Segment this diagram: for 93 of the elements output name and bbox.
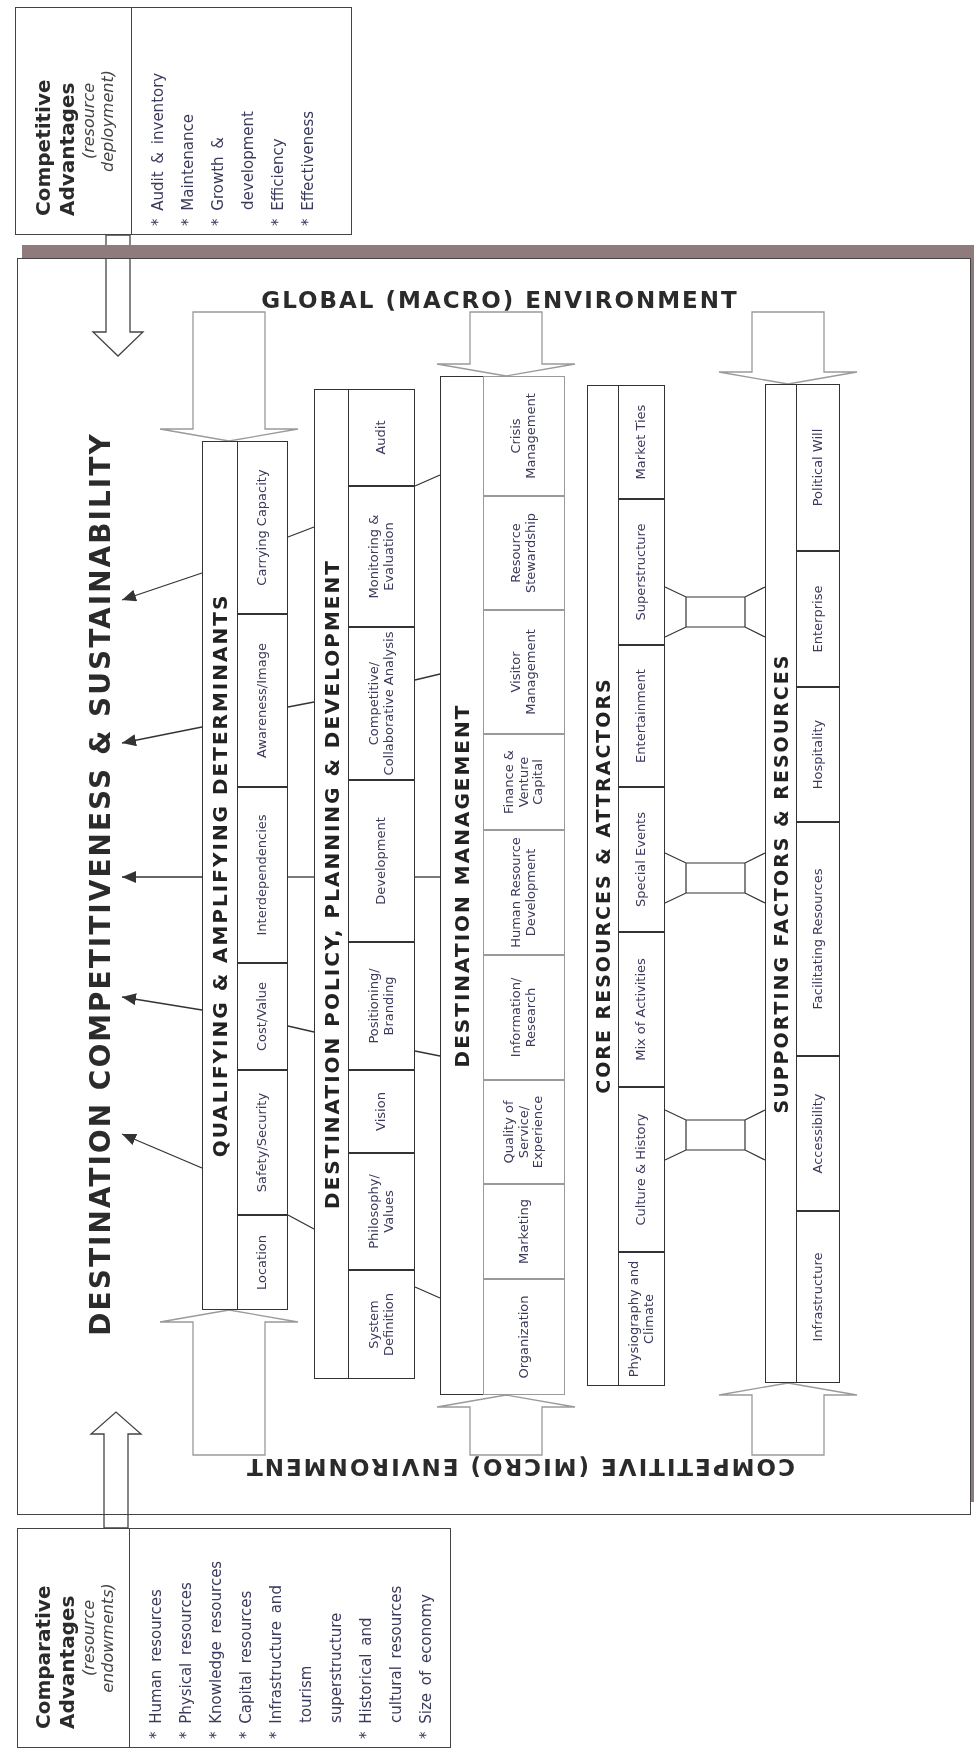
factor-box: Entertainment: [618, 645, 665, 787]
connector-line: [287, 1025, 315, 1033]
factor-box: Infrastructure: [796, 1211, 840, 1383]
band-box: [765, 384, 840, 1383]
connector-line: [287, 701, 315, 708]
bridge-connector: [664, 586, 766, 638]
diagram-title: DESTINATION COMPETITIVENESS & SUSTAINABILITY: [80, 356, 122, 1412]
factor-box: Accessibility: [796, 1056, 840, 1211]
advantages-heading: Comparative Advantages: [30, 1584, 79, 1729]
factor-box: Enterprise: [796, 551, 840, 687]
factor-box: Human Resource Development: [483, 830, 565, 955]
connector-line: [414, 876, 441, 878]
band-box: [440, 376, 565, 1395]
advantages-subheading: (resource deployment): [78, 69, 117, 174]
factor-box: Superstructure: [618, 499, 665, 645]
factor-box: Audit: [348, 389, 415, 486]
factor-box: Finance & Venture Capital: [483, 734, 565, 830]
band-box: [314, 389, 415, 1379]
band-box: [202, 441, 288, 1310]
connector-line: [414, 1286, 441, 1299]
connector-line: [414, 1050, 441, 1057]
list-item: * Growth & development: [208, 110, 258, 226]
factor-box: Political Will: [796, 384, 840, 551]
block-arrow: [91, 234, 145, 357]
factor-box: Mix of Activities: [618, 932, 665, 1087]
factor-box: Awareness/Image: [237, 614, 288, 787]
factor-box: Quality of Service/ Experience: [483, 1080, 565, 1184]
band-box: [587, 385, 665, 1386]
factor-box: Carrying Capacity: [237, 441, 288, 614]
block-arrow: [159, 311, 299, 442]
factor-box: Culture & History: [618, 1087, 665, 1252]
environment-label: COMPETITIVE (MICRO) ENVIRONMENT: [190, 1455, 850, 1479]
factor-box: Crisis Management: [483, 376, 565, 496]
factor-box: Philosophy/ Values: [348, 1153, 415, 1270]
factor-box: Location: [237, 1215, 288, 1310]
factor-box: Monitoring & Evaluation: [348, 486, 415, 627]
band-heading: CORE RESOURCES & ATTRACTORS: [591, 677, 615, 1094]
advantages-box: [17, 1528, 451, 1748]
factor-box: Information/ Research: [483, 955, 565, 1080]
band-heading: DESTINATION MANAGEMENT: [449, 703, 475, 1068]
arrow: [121, 1133, 203, 1169]
advantages-box: [15, 7, 352, 235]
factor-box: Facilitating Resources: [796, 822, 840, 1056]
list-item: * Human resources: [146, 1588, 166, 1739]
factor-box: Resource Stewardship: [483, 496, 565, 610]
band-heading: DESTINATION POLICY, PLANNING & DEVELOPMENT: [319, 559, 345, 1209]
factor-box: Development: [348, 780, 415, 942]
connector-line: [287, 1214, 315, 1230]
factor-box: Safety/Security: [237, 1070, 288, 1215]
advantages-subheading: (resource endowments): [78, 1582, 117, 1695]
factor-box: Market Ties: [618, 385, 665, 499]
bridge-connector: [664, 852, 766, 904]
advantages-heading: Competitive Advantages: [30, 78, 79, 216]
list-item: * Capital resources: [236, 1589, 256, 1739]
connector-line: [287, 526, 315, 538]
block-arrow: [436, 311, 576, 377]
factor-box: System Definition: [348, 1270, 415, 1379]
factor-box: Vision: [348, 1070, 415, 1153]
list-item: * Size of economy: [416, 1593, 436, 1739]
environment-label: GLOBAL (MACRO) ENVIRONMENT: [200, 288, 800, 312]
block-arrow: [89, 1411, 143, 1529]
block-arrow: [159, 1309, 299, 1456]
list-item: * Physical resources: [176, 1581, 196, 1739]
band-heading: QUALIFYING & AMPLIFYING DETERMINANTS: [207, 593, 233, 1158]
list-item: * Historical and cultural resources: [356, 1584, 406, 1739]
arrow: [121, 572, 203, 602]
factor-box: Marketing: [483, 1184, 565, 1279]
bridge-connector: [664, 1109, 766, 1161]
factor-box: Cost/Value: [237, 963, 288, 1070]
factor-box: Special Events: [618, 787, 665, 932]
arrow: [121, 993, 203, 1011]
arrow: [121, 871, 203, 883]
list-item: * Effectiveness: [298, 109, 318, 226]
factor-box: Organization: [483, 1279, 565, 1395]
factor-box: Interdependencies: [237, 787, 288, 963]
connector-line: [414, 673, 441, 681]
list-item: * Efficiency: [268, 137, 288, 226]
list-item: * Knowledge resources: [206, 1559, 226, 1739]
list-item: * Audit & inventory: [148, 71, 168, 226]
arrow: [121, 726, 203, 747]
factor-box: Visitor Management: [483, 610, 565, 734]
block-arrow: [718, 311, 858, 385]
factor-box: Competitive/ Collaborative Analysis: [348, 627, 415, 780]
factor-box: Hospitality: [796, 687, 840, 822]
band-heading: SUPPORTING FACTORS & RESOURCES: [769, 653, 793, 1114]
factor-box: Positioning/ Branding: [348, 942, 415, 1070]
block-arrow: [436, 1394, 576, 1456]
connector-line: [287, 876, 315, 878]
connector-line: [414, 474, 441, 487]
block-arrow: [718, 1382, 858, 1456]
list-item: * Maintenance: [178, 113, 198, 226]
list-item: * Infrastructure and tourism superstructure: [266, 1584, 346, 1739]
factor-box: Physiography and Climate: [618, 1252, 665, 1386]
